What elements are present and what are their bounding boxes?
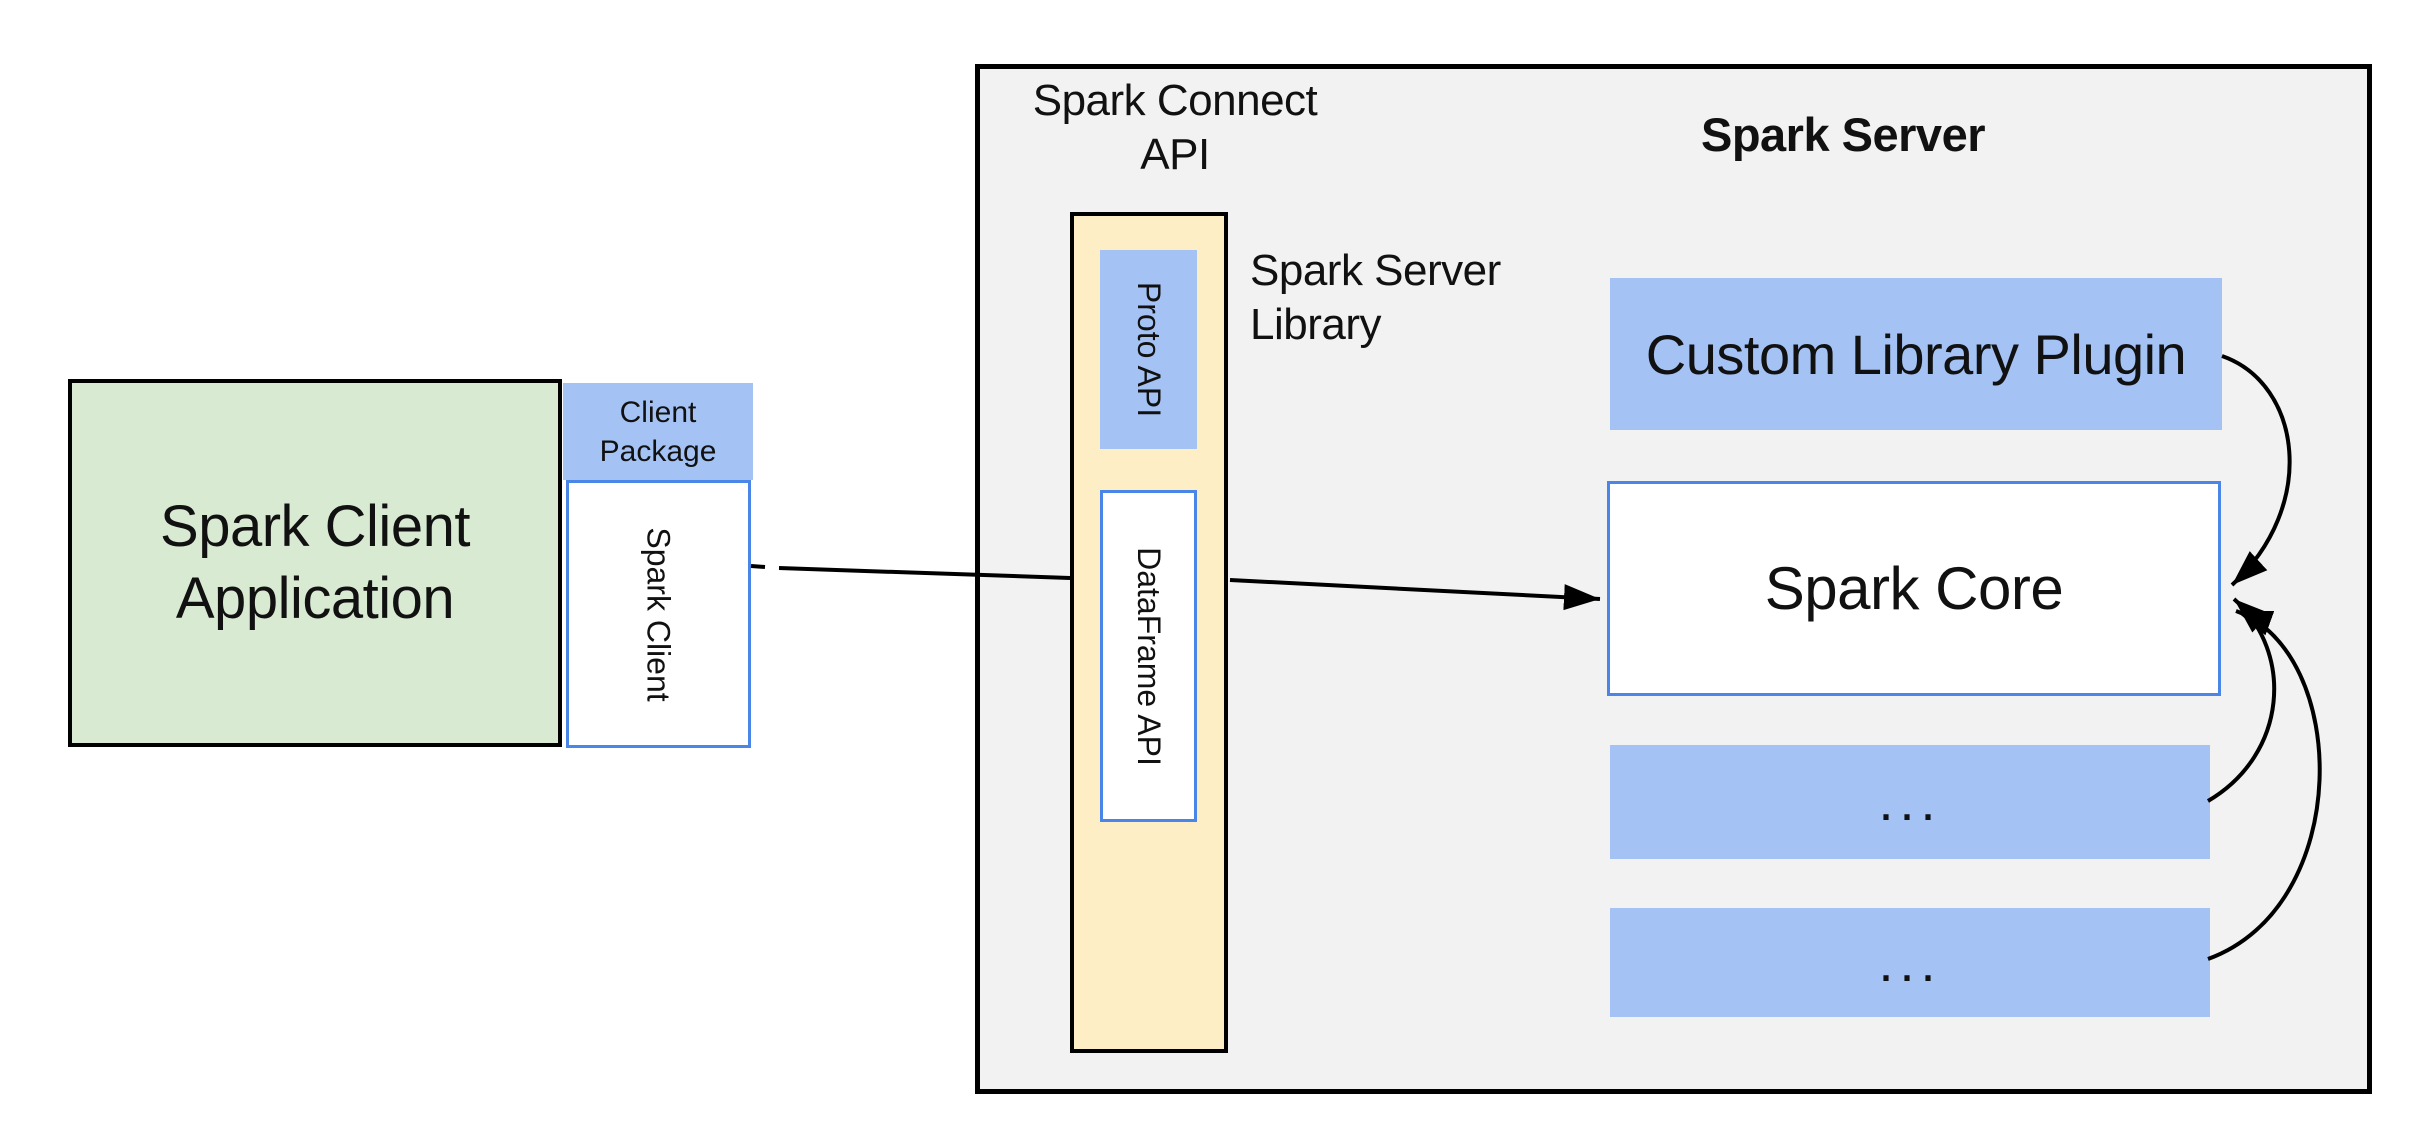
proto-api-label: Proto API [1131, 281, 1167, 418]
spark-server-library-line2: Library [1250, 300, 1382, 349]
client-package-line1: Client [619, 395, 697, 429]
ellipsis-box-1: ... [1610, 745, 2210, 859]
custom-library-plugin-label: Custom Library Plugin [1645, 322, 2187, 386]
proto-api-box: Proto API [1100, 250, 1197, 449]
client-package-box: Client Package [563, 383, 753, 480]
spark-client-application-box: Spark Client Application [68, 379, 562, 747]
spark-client-application-line2: Application [175, 566, 455, 631]
spark-connect-api-label-line2: API [1140, 130, 1210, 179]
spark-core-box: Spark Core [1607, 481, 2221, 696]
spark-connect-api-label: Spark Connect API [975, 74, 1375, 182]
client-package-line2: Package [599, 434, 717, 468]
spark-core-label: Spark Core [1764, 555, 2064, 622]
custom-library-plugin-box: Custom Library Plugin [1610, 278, 2222, 430]
spark-server-title: Spark Server [1700, 108, 1986, 161]
ellipsis-box-2-label: ... [1878, 932, 1942, 993]
spark-server-library-label: Spark Server Library [1250, 244, 1670, 352]
spark-connect-api-label-line1: Spark Connect [1032, 76, 1318, 125]
spark-client-application-line1: Spark Client [160, 494, 470, 559]
spark-client-box-label: Spark Client [640, 526, 677, 702]
spark-client-box: Spark Client [566, 480, 751, 748]
ellipsis-box-2: ... [1610, 908, 2210, 1017]
spark-server-library-line1: Spark Server [1250, 246, 1501, 295]
dataframe-api-box: DataFrame API [1100, 490, 1197, 822]
ellipsis-box-1-label: ... [1878, 772, 1942, 832]
dataframe-api-label: DataFrame API [1131, 546, 1167, 766]
